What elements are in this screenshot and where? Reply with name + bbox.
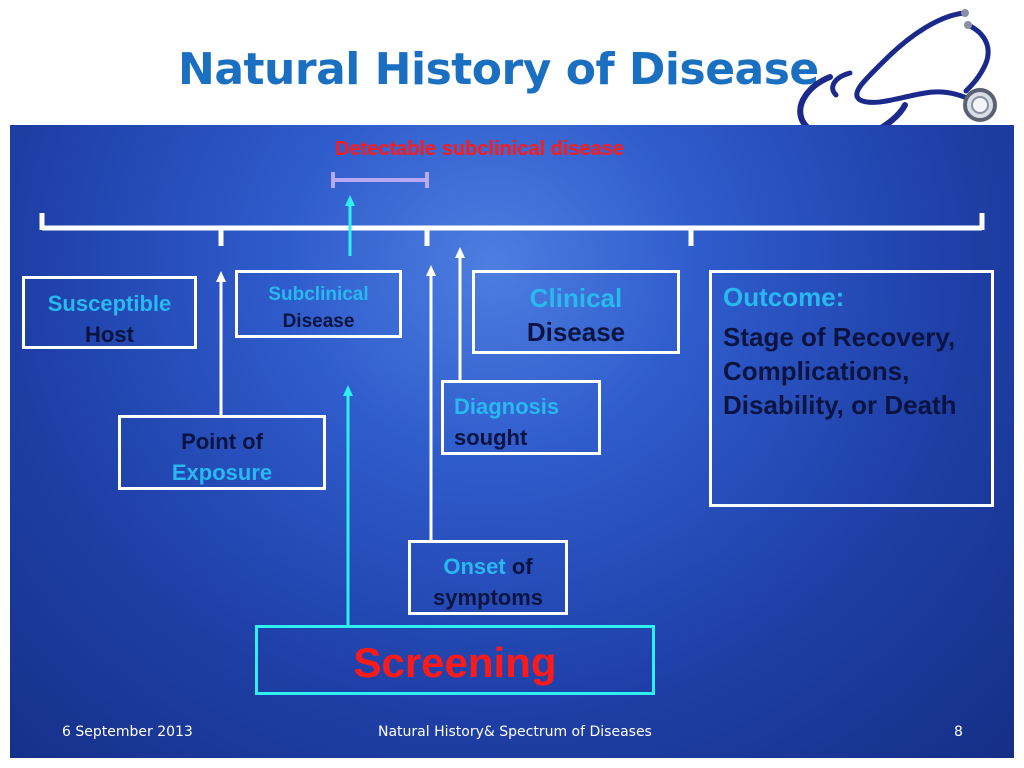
disease-label: Disease <box>282 311 355 332</box>
exposure-label: Exposure <box>171 460 273 485</box>
onset-label: Onset <box>443 554 506 579</box>
sought-label: sought <box>454 425 528 450</box>
diagnosis-label: Diagnosis <box>454 394 560 419</box>
footer-date: 6 September 2013 <box>62 724 193 740</box>
clinical-label: Clinical <box>529 283 623 313</box>
susceptible-host-box: Susceptible Host <box>22 276 197 349</box>
screening-box: Screening <box>255 625 655 695</box>
outcome-line: Stage of Recovery, <box>723 322 956 352</box>
diagnosis-sought-box: Diagnosis sought <box>441 380 601 455</box>
clinical-disease-label: Disease <box>526 317 626 347</box>
footer-title: Natural History& Spectrum of Diseases <box>378 724 652 740</box>
screening-label: Screening <box>353 639 557 686</box>
symptoms-label: symptoms <box>432 585 544 610</box>
susceptible-label: Susceptible <box>47 291 172 316</box>
detectable-subclinical-label: Detectable subclinical disease <box>335 138 625 160</box>
outcome-heading: Outcome: <box>723 282 845 312</box>
point-of-label: Point of <box>181 429 263 454</box>
clinical-disease-box: Clinical Disease <box>472 270 680 354</box>
of-label: of <box>511 554 533 579</box>
slide-title: Natural History of Disease <box>178 44 819 95</box>
point-of-exposure-box: Point of Exposure <box>118 415 326 490</box>
detectable-bracket <box>331 172 429 188</box>
outcome-line: Disability, or Death <box>723 390 957 420</box>
outcome-line: Complications, <box>723 356 910 386</box>
subclinical-disease-box: Subclinical Disease <box>235 270 402 338</box>
subclinical-label: Subclinical <box>268 284 369 305</box>
outcome-box: Outcome: Stage of Recovery, Complication… <box>709 270 994 507</box>
slide-number: 8 <box>954 724 963 740</box>
host-label: Host <box>85 322 134 347</box>
onset-of-symptoms-box: Onset of symptoms <box>408 540 568 615</box>
